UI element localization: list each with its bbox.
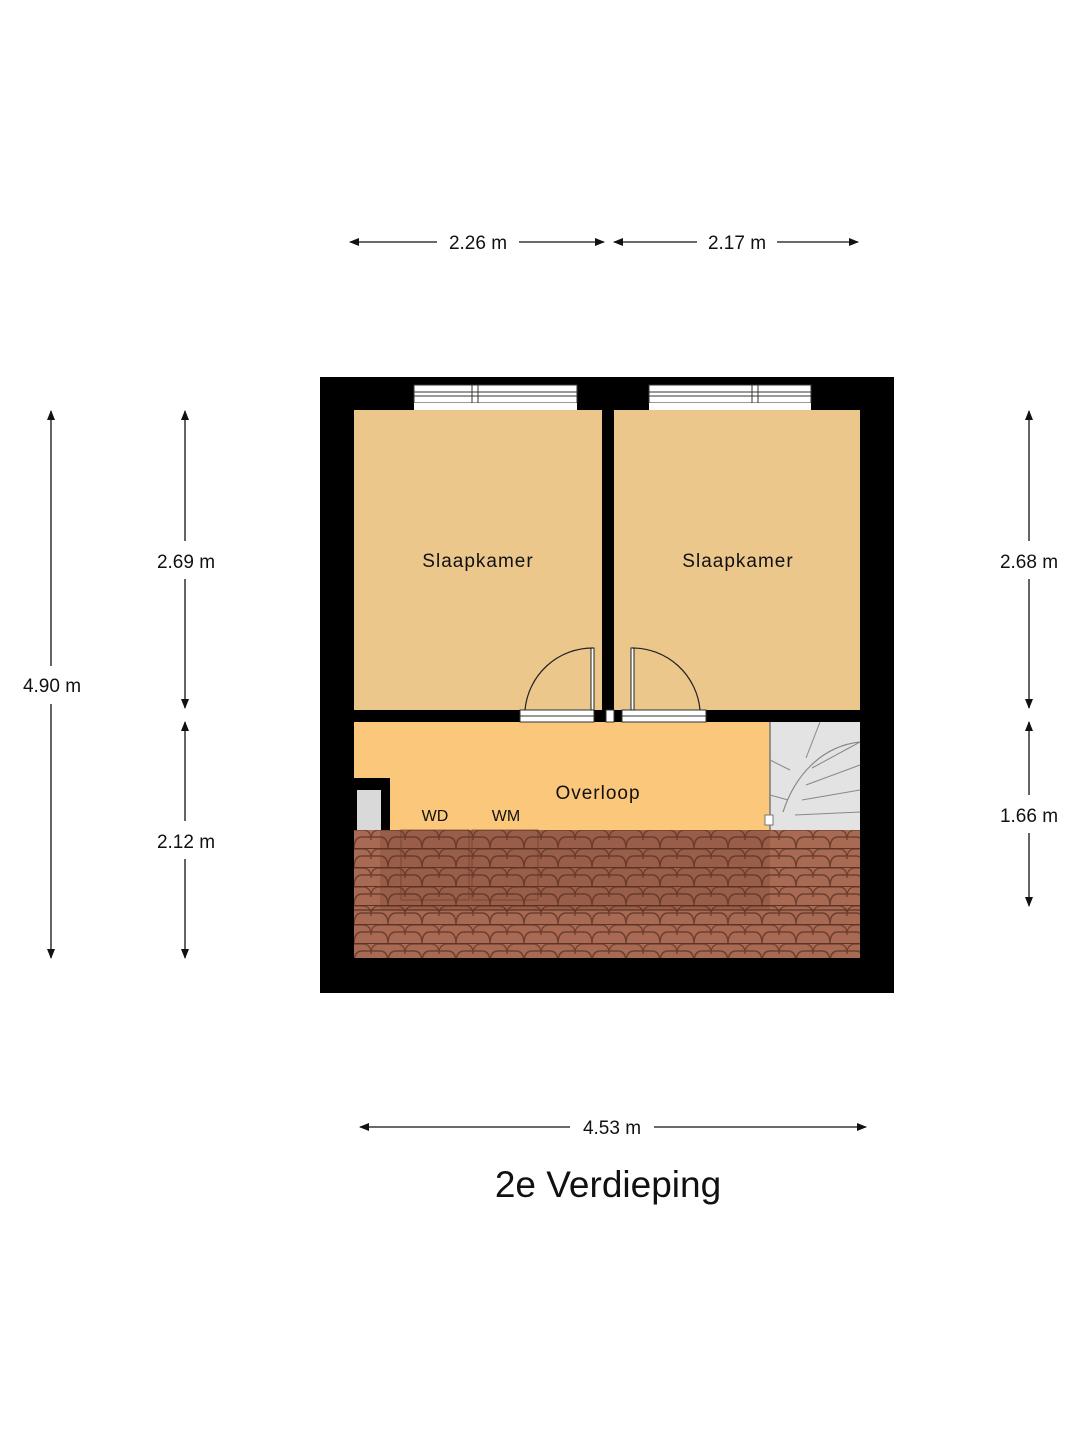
dimension-total-height: 4.90 m <box>23 410 81 959</box>
window-right <box>648 384 812 410</box>
room-label-bedroom-left: Slaapkamer <box>422 551 533 572</box>
dimension-right-upper: 2.68 m <box>1000 410 1058 709</box>
interior-wall-vertical <box>602 410 614 722</box>
bedroom-right-floor <box>614 410 860 710</box>
svg-text:4.90 m: 4.90 m <box>23 676 81 697</box>
room-label-bedroom-right: Slaapkamer <box>682 551 793 572</box>
door-right <box>621 647 707 723</box>
svg-text:2.17 m: 2.17 m <box>708 233 766 254</box>
dimension-left-upper: 2.69 m <box>157 410 215 709</box>
floor-title: 2e Verdieping <box>495 1164 721 1205</box>
dimension-top-right: 2.17 m <box>613 233 859 254</box>
staircase <box>764 721 861 830</box>
door-jamb-center <box>605 709 615 723</box>
dimension-left-lower: 2.12 m <box>157 721 215 959</box>
window-left <box>413 384 578 410</box>
roof-shadow <box>380 830 770 910</box>
dryer-box <box>400 829 470 901</box>
roof-area <box>354 830 860 958</box>
svg-text:4.53 m: 4.53 m <box>583 1118 641 1139</box>
appliance-label-washer: WM <box>492 808 520 825</box>
dimension-bottom: 4.53 m <box>359 1118 867 1139</box>
room-label-landing: Overloop <box>555 783 640 804</box>
svg-text:1.66 m: 1.66 m <box>1000 806 1058 827</box>
door-left <box>519 647 595 723</box>
svg-text:2.26 m: 2.26 m <box>449 233 507 254</box>
washer-box <box>471 829 539 901</box>
appliance-label-dryer: WD <box>422 808 449 825</box>
bedroom-left-floor <box>354 410 602 710</box>
svg-text:2.69 m: 2.69 m <box>157 552 215 573</box>
svg-text:2.12 m: 2.12 m <box>157 832 215 853</box>
dimension-top-left: 2.26 m <box>349 233 605 254</box>
closet-inner <box>357 790 381 830</box>
dimension-right-lower: 1.66 m <box>1000 721 1058 907</box>
svg-text:2.68 m: 2.68 m <box>1000 552 1058 573</box>
